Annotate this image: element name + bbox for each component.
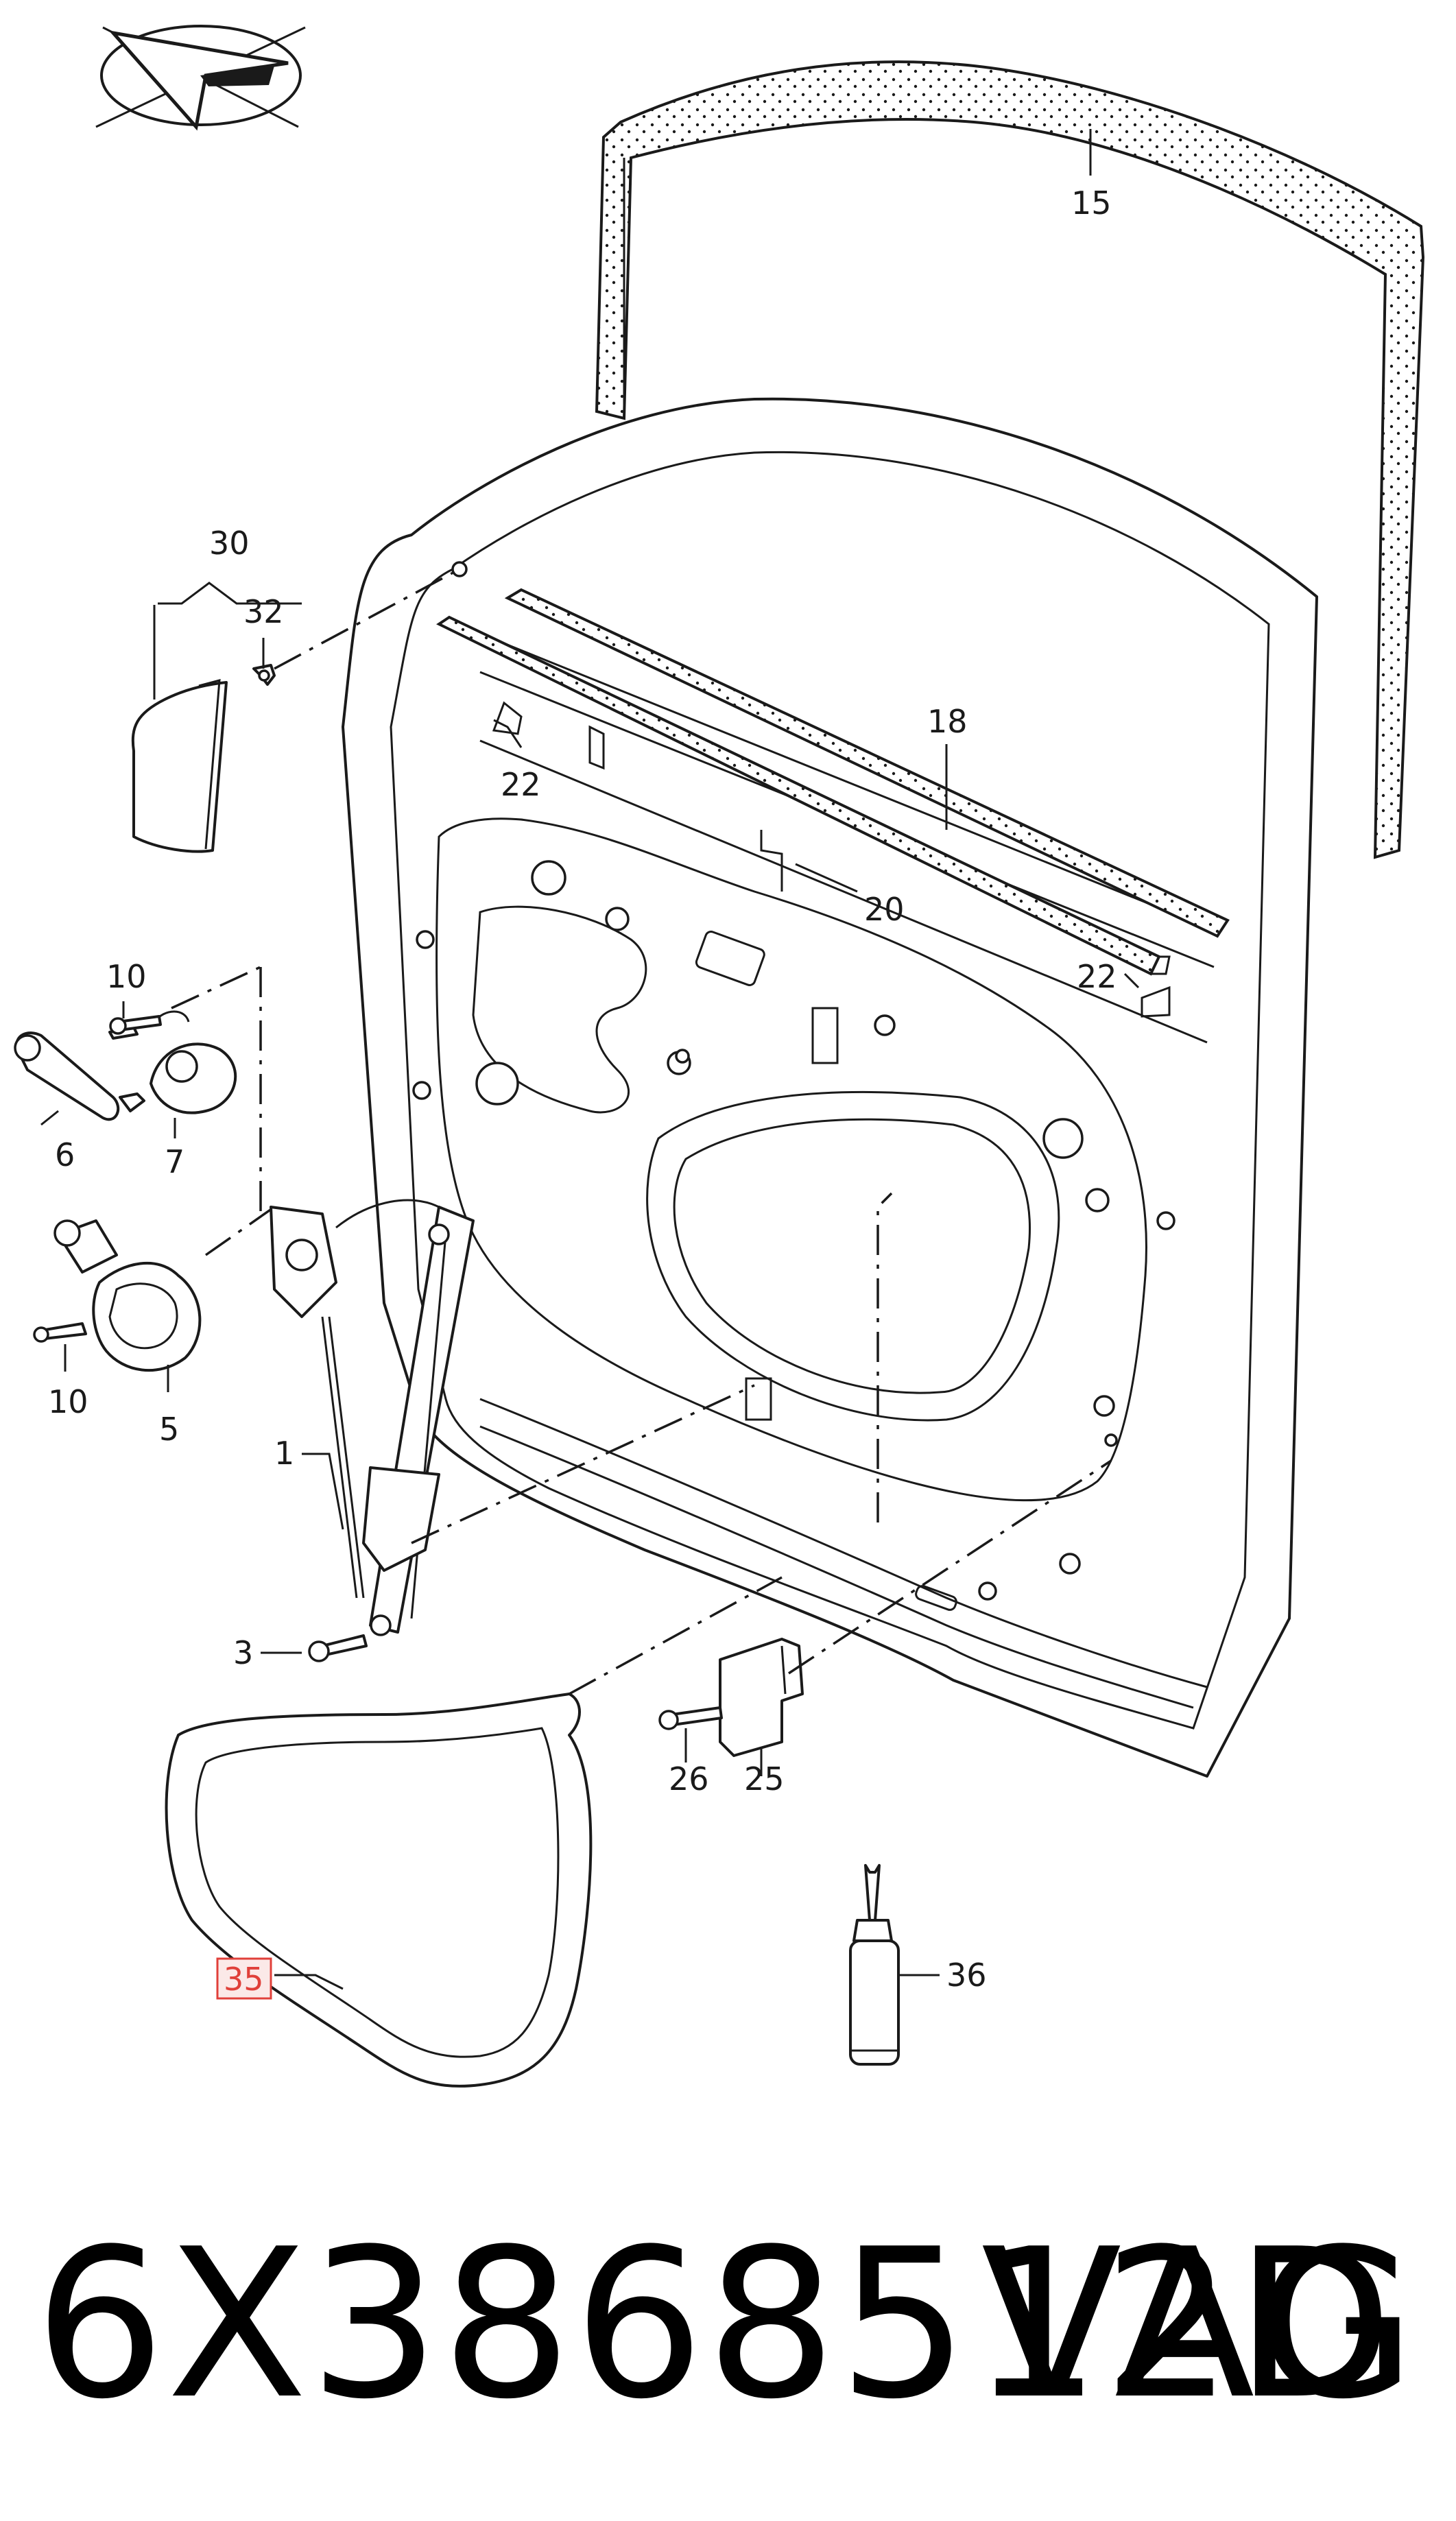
- label-35: 35: [224, 1961, 264, 1998]
- label-30: 30: [209, 525, 250, 562]
- callout-labels: 15 30 32 18 22 20 22 10 6 7 10 5 1 3 26 …: [48, 184, 1117, 2000]
- door-inner-panel: [342, 397, 1318, 1778]
- brand-name: VAG: [981, 2205, 1422, 2444]
- label-6: 6: [55, 1136, 75, 1173]
- orientation-logo: [95, 25, 306, 131]
- label-20: 20: [864, 891, 905, 928]
- label-1: 1: [274, 1435, 294, 1472]
- sealant-tube: [849, 1864, 900, 2066]
- label-5: 5: [159, 1411, 179, 1448]
- label-18: 18: [927, 703, 968, 740]
- label-10a: 10: [106, 958, 147, 995]
- part-number: 6X3868512D: [34, 2205, 1395, 2444]
- footer: 6X3868512D VAG: [0, 2222, 1456, 2428]
- label-32: 32: [243, 593, 284, 630]
- label-10b: 10: [48, 1383, 88, 1420]
- bracket-25: [658, 1459, 1112, 1757]
- label-15: 15: [1071, 184, 1112, 222]
- window-seal-strips: [435, 588, 1230, 1018]
- label-3: 3: [233, 1634, 253, 1671]
- leader-lines: [40, 129, 1140, 1990]
- highlight-box-35: [216, 1957, 272, 2000]
- bolts-10: [109, 1015, 162, 1035]
- mirror-trim-cover: [131, 561, 468, 853]
- label-7: 7: [165, 1143, 184, 1180]
- label-26: 26: [669, 1760, 709, 1797]
- door-frame-seal: [595, 60, 1425, 859]
- label-36: 36: [946, 1957, 987, 1994]
- crank-handle-assembly: [14, 966, 262, 1221]
- window-motor: [33, 1206, 276, 1372]
- window-regulator: [270, 1199, 755, 1636]
- bolt-3: [308, 1634, 368, 1662]
- door-membrane-seal: [165, 1192, 893, 2088]
- label-22a: 22: [501, 766, 541, 803]
- label-22b: 22: [1077, 958, 1117, 995]
- label-25: 25: [744, 1760, 785, 1797]
